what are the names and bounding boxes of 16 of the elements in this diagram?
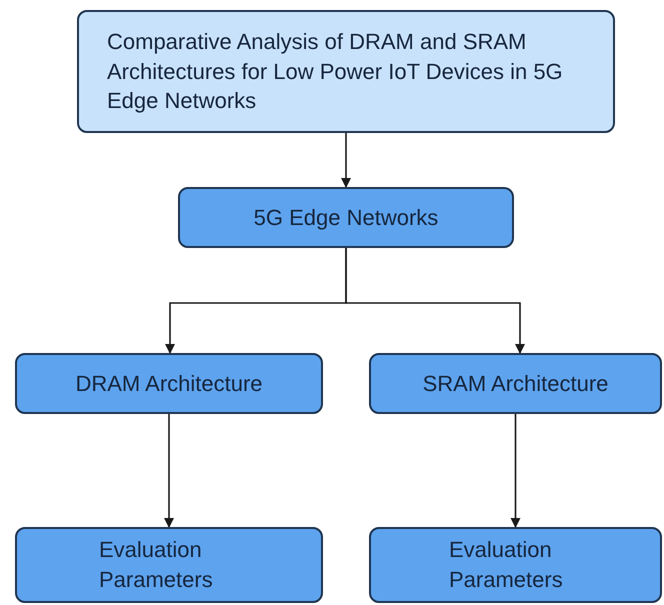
process-box bbox=[178, 187, 514, 248]
process-box bbox=[369, 353, 662, 414]
process-box bbox=[15, 353, 323, 414]
box-label: Evaluation Parameters bbox=[449, 536, 564, 594]
box-label: Evaluation Parameters bbox=[99, 536, 214, 594]
arrow bbox=[164, 414, 174, 528]
arrow bbox=[510, 414, 520, 528]
process-box bbox=[77, 10, 615, 133]
box-label: 5G Edge Networks bbox=[254, 204, 438, 232]
box-label: SRAM Architecture bbox=[422, 370, 608, 398]
process-box bbox=[369, 527, 662, 603]
box-label: DRAM Architecture bbox=[75, 370, 263, 398]
arrow bbox=[345, 248, 525, 354]
box-label: Comparative Analysis of DRAM and SRAM Architectures for Low Power IoT Devices in 5G Edge Networks bbox=[107, 28, 564, 116]
process-box bbox=[15, 527, 323, 603]
arrow bbox=[341, 133, 351, 188]
